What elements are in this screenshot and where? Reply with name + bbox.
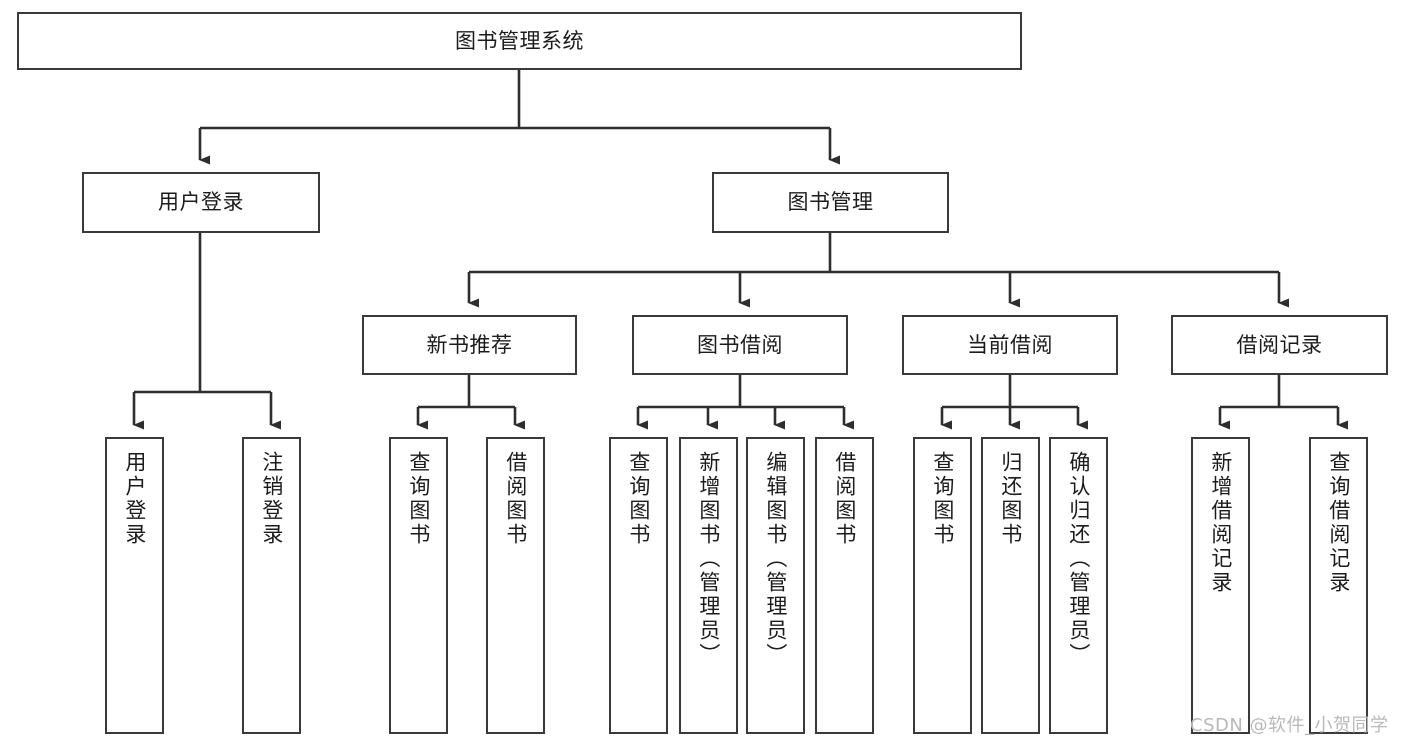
node-book-manage-label: 图书管理 [787,190,874,215]
leaf-user-login-label: 用户登录 [122,451,147,547]
leaf-confirm-return-label: 确认归还（管理员） [1066,451,1091,667]
leaf-user-logout[interactable]: 注销登录 [242,437,301,734]
node-root-label: 图书管理系统 [455,28,584,53]
node-book-manage[interactable]: 图书管理 [712,172,949,233]
node-book-borrow-label: 图书借阅 [697,332,783,357]
leaf-confirm-return[interactable]: 确认归还（管理员） [1049,437,1108,734]
node-current-borrow[interactable]: 当前借阅 [902,315,1118,375]
leaf-query-book-3[interactable]: 查询图书 [913,437,972,734]
leaf-add-record[interactable]: 新增借阅记录 [1191,437,1250,734]
leaf-add-book[interactable]: 新增图书（管理员） [679,437,738,734]
leaf-query-record-label: 查询借阅记录 [1326,451,1351,595]
node-borrow-record[interactable]: 借阅记录 [1171,315,1388,375]
leaf-return-book-label: 归还图书 [998,451,1023,547]
node-borrow-record-label: 借阅记录 [1236,332,1323,357]
leaf-return-book[interactable]: 归还图书 [981,437,1040,734]
leaf-query-book-1-label: 查询图书 [406,451,431,547]
node-user-login-label: 用户登录 [158,190,244,215]
leaf-borrow-book-2[interactable]: 借阅图书 [815,437,874,734]
leaf-borrow-book-2-label: 借阅图书 [832,451,857,547]
leaf-query-book-3-label: 查询图书 [930,451,955,547]
node-new-book-rec-label: 新书推荐 [426,332,513,357]
leaf-add-record-label: 新增借阅记录 [1208,451,1233,595]
node-root[interactable]: 图书管理系统 [17,12,1022,70]
leaf-borrow-book-1-label: 借阅图书 [503,451,528,547]
csdn-watermark: CSDN @软件_小贺同学 [1190,715,1389,736]
node-new-book-rec[interactable]: 新书推荐 [362,315,577,375]
node-current-borrow-label: 当前借阅 [967,332,1053,357]
leaf-borrow-book-1[interactable]: 借阅图书 [486,437,545,734]
leaf-query-book-1[interactable]: 查询图书 [389,437,448,734]
node-user-login[interactable]: 用户登录 [82,172,320,233]
leaf-query-record[interactable]: 查询借阅记录 [1309,437,1368,734]
leaf-edit-book-label: 编辑图书（管理员） [763,451,788,667]
leaf-query-book-2-label: 查询图书 [626,451,651,547]
leaf-user-login[interactable]: 用户登录 [105,437,164,734]
leaf-add-book-label: 新增图书（管理员） [696,451,721,667]
leaf-edit-book[interactable]: 编辑图书（管理员） [746,437,805,734]
leaf-query-book-2[interactable]: 查询图书 [609,437,668,734]
node-book-borrow[interactable]: 图书借阅 [632,315,848,375]
leaf-user-logout-label: 注销登录 [259,451,284,547]
